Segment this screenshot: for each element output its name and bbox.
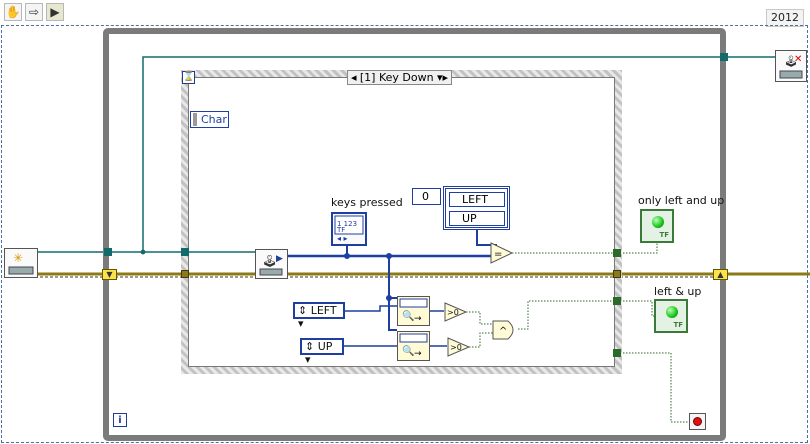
svg-text:TF: TF <box>336 226 345 234</box>
led-tf-label: TF <box>659 231 669 239</box>
prev-case-icon[interactable]: ◂ <box>351 71 357 84</box>
svg-text:→: → <box>414 349 422 359</box>
up-enum-constant[interactable]: ⇕ UP ▾ <box>300 338 344 366</box>
svg-text:🔍: 🔍 <box>402 309 414 322</box>
stop-condition-terminal[interactable] <box>689 413 706 430</box>
case-dropdown-icon[interactable]: ▾▸ <box>436 71 448 84</box>
year-label: 2012 <box>766 9 804 27</box>
left-and-up-label: left & up <box>654 285 702 298</box>
svg-text:1 123: 1 123 <box>337 220 357 228</box>
search-array-node-2[interactable]: 🔍→ <box>397 331 430 361</box>
loop-index-terminal: i <box>113 413 127 427</box>
svg-text:✳: ✳ <box>13 251 23 265</box>
left-shift-register[interactable]: ▼ <box>102 269 117 280</box>
only-left-and-up-label: only left and up <box>638 194 725 207</box>
event-tunnel-bool-1 <box>613 249 621 257</box>
event-tunnel-bool-2 <box>613 297 621 305</box>
refnum-tunnel-left <box>104 248 112 256</box>
svg-text:▶: ▶ <box>276 254 283 264</box>
event-data-node[interactable]: Char <box>190 111 229 128</box>
gt-label-2: >0 <box>450 343 462 352</box>
event-tunnel-error <box>181 270 189 278</box>
while-loop[interactable] <box>103 28 726 441</box>
svg-text:🕹: 🕹 <box>262 254 277 268</box>
keyboard-acquire-icon[interactable]: 🕹▶ <box>255 249 288 279</box>
equal-node[interactable]: = <box>490 242 514 264</box>
only-left-and-up-indicator[interactable]: TF <box>640 209 674 243</box>
right-shift-register[interactable]: ▲ <box>713 269 728 280</box>
run-icon[interactable]: ▶ <box>46 3 64 21</box>
enum-arrows-icon: ⇕ <box>305 340 315 353</box>
hourglass-icon: ⌛ <box>182 71 195 84</box>
search-array-node-1[interactable]: 🔍→ <box>397 296 430 326</box>
left-enum-constant[interactable]: ⇕ LEFT ▾ <box>293 302 345 330</box>
svg-text:🕹: 🕹 <box>784 55 798 68</box>
and-label: ^ <box>499 326 507 337</box>
left-enum-label: LEFT <box>310 304 337 317</box>
svg-text:✕: ✕ <box>794 54 802 65</box>
enum-arrows-icon: ⇕ <box>298 304 308 317</box>
event-tunnel-refnum <box>181 248 189 256</box>
left-and-up-indicator[interactable]: TF <box>654 299 688 333</box>
hand-icon[interactable]: ✋ <box>4 3 22 21</box>
keyboard-close-icon[interactable]: 🕹✕ <box>775 50 807 82</box>
greater-than-zero-node-2[interactable]: >0 <box>447 337 471 357</box>
case-selector-label: [1] Key Down <box>359 71 434 84</box>
equal-label: = <box>494 249 502 260</box>
array-element-0[interactable]: LEFT <box>449 192 505 207</box>
arrow-icon[interactable]: ⇨ <box>25 3 43 21</box>
enum-dropdown-icon[interactable]: ▾ <box>305 353 311 366</box>
panel-frame <box>1 25 808 443</box>
svg-text:→: → <box>414 314 422 324</box>
led-tf-label: TF <box>673 321 683 329</box>
event-case-selector[interactable]: ◂ [1] Key Down ▾▸ <box>347 70 452 85</box>
event-tunnel-error-out <box>613 270 621 278</box>
up-enum-label: UP <box>317 340 333 353</box>
keys-pressed-label: keys pressed <box>331 196 403 209</box>
greater-than-zero-node-1[interactable]: >0 <box>444 302 468 322</box>
array-index-display[interactable]: 0 <box>412 188 441 205</box>
array-element-1[interactable]: UP <box>449 211 505 226</box>
enum-dropdown-icon[interactable]: ▾ <box>298 317 304 330</box>
gt-label-1: >0 <box>447 308 459 317</box>
svg-text:◂ ▸: ◂ ▸ <box>337 234 348 243</box>
event-tunnel-stop <box>613 349 621 357</box>
and-gate-node[interactable]: ^ <box>492 320 520 340</box>
keyboard-open-icon[interactable]: ✳ <box>4 248 38 278</box>
refnum-tunnel-right <box>720 53 728 61</box>
enum-array-constant[interactable]: LEFT UP <box>443 186 510 230</box>
svg-text:🔍: 🔍 <box>402 344 414 357</box>
